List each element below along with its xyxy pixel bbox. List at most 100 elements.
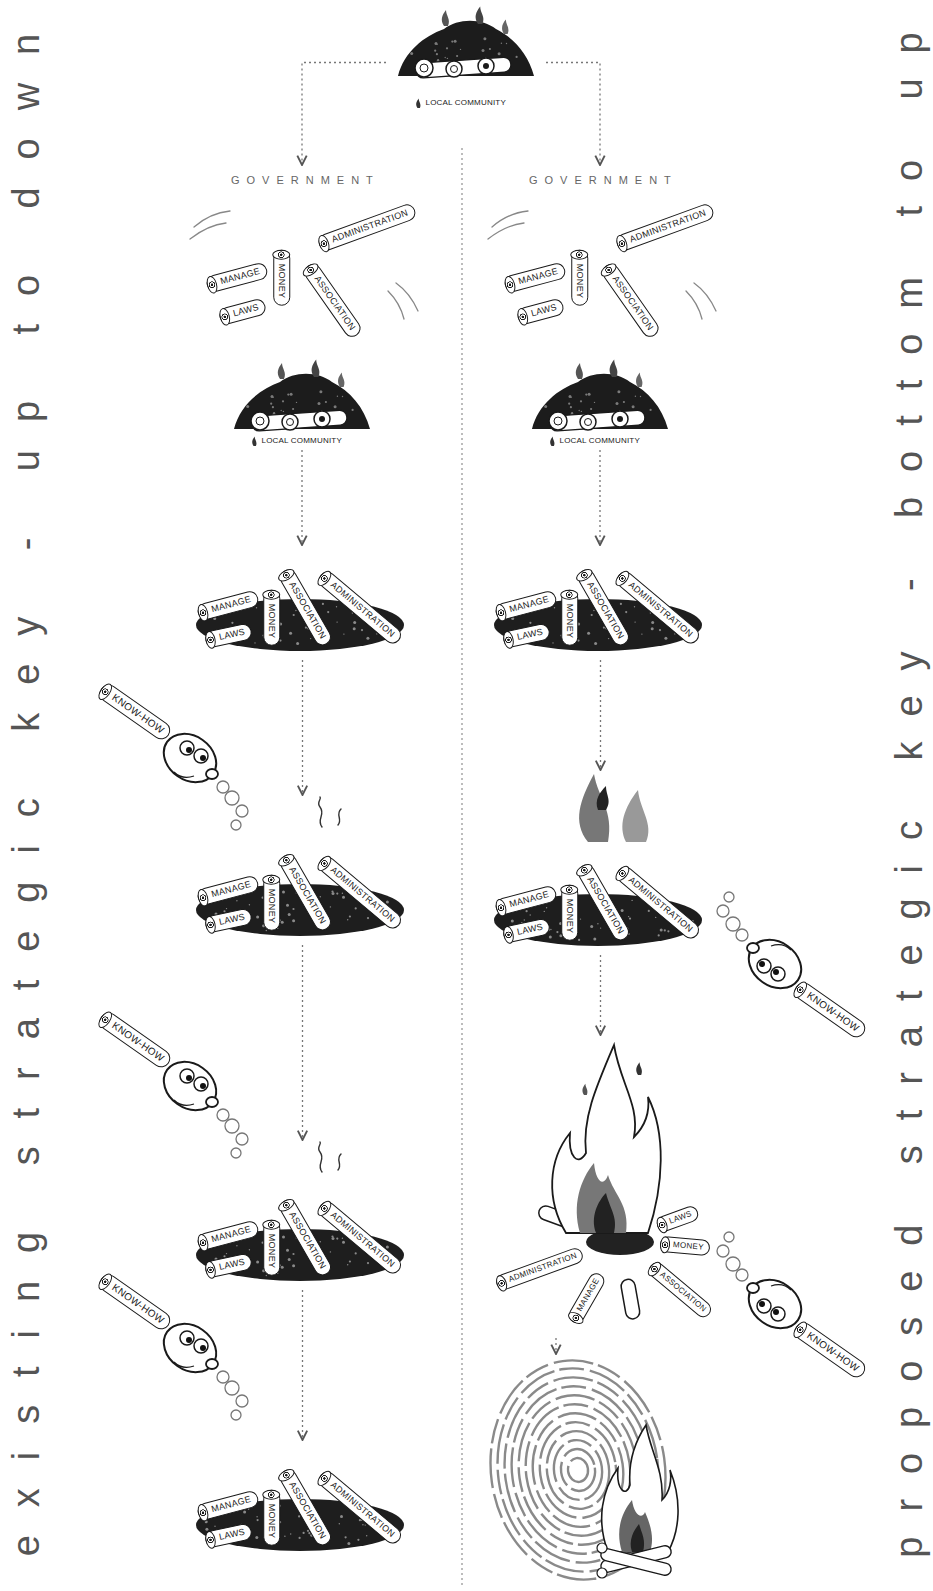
flow-arrow: [546, 63, 600, 166]
ash-bed: [345, 1536, 347, 1538]
ash-bed: [365, 1524, 366, 1525]
ash-mound: [290, 393, 293, 396]
bellows-body: [206, 1359, 218, 1369]
flames: [579, 774, 648, 842]
ash-mound: [398, 21, 534, 79]
ash-mound: [314, 411, 330, 427]
ash-bed: [658, 934, 660, 936]
air-puff: [217, 1109, 248, 1158]
ash-bed: [286, 904, 289, 907]
ash-mound: [489, 48, 491, 50]
bellows-body: [747, 1283, 759, 1293]
ash-bed: [343, 633, 344, 634]
ash-bed: [526, 910, 528, 912]
ash-bed: [357, 1539, 359, 1541]
ash-mound: [325, 401, 327, 403]
bellows-body: [186, 747, 192, 753]
ash-mound: [415, 59, 433, 77]
log-label: MONEY: [263, 874, 280, 930]
bellows-body: [759, 1301, 765, 1307]
bellows-body: [194, 749, 208, 763]
log-pile: MANAGELAWSMONEYASSOCIATIONADMINISTRATION: [488, 545, 713, 660]
air-puff: [217, 1371, 229, 1383]
log-pile: MANAGELAWSMONEYASSOCIATIONADMINISTRATION: [190, 795, 415, 945]
flame-icon: [550, 436, 554, 446]
ash-bed: [634, 606, 635, 607]
ash-bed: [243, 1510, 246, 1513]
fingerprint: [566, 1457, 589, 1484]
ash-mound: [570, 406, 572, 408]
ash-bed: [550, 929, 551, 930]
air-puff: [724, 1232, 734, 1242]
ash-bed: [366, 637, 369, 640]
fingerprint: [550, 1437, 606, 1503]
ash-bed: [254, 642, 255, 643]
smoke: [338, 809, 341, 825]
ash-bed: [327, 611, 329, 613]
ash-mound: [506, 43, 507, 44]
air-puff: [225, 791, 239, 805]
ash-bed: [336, 1238, 338, 1240]
bellows-body: [174, 1100, 194, 1105]
bellows-body: [206, 1097, 218, 1107]
fingerprint: [477, 1349, 680, 1591]
ash-bed: [355, 907, 357, 909]
ash-bed: [530, 914, 531, 915]
bellows-body: [194, 1339, 208, 1353]
government-logs-drawing: [182, 165, 422, 350]
ash-bed: [303, 1532, 305, 1534]
fire: [594, 1193, 615, 1233]
bellows-body: [757, 959, 771, 973]
small-campfire: [597, 1425, 678, 1578]
community-pile: LOCAL COMMUNITY: [386, 2, 546, 112]
ash-mound: [246, 405, 249, 408]
small-flames: [312, 359, 320, 377]
ash-mound: [571, 412, 573, 414]
bonfire-log-label: LAWS: [655, 1204, 700, 1234]
ash-bed: [342, 896, 345, 899]
community-label: LOCAL COMMUNITY: [262, 436, 343, 446]
air-puff: [225, 1119, 239, 1133]
ash-bed: [625, 611, 627, 613]
air-puff: [726, 1257, 740, 1271]
ash-bed: [330, 1251, 331, 1252]
log-pile: MANAGELAWSMONEYASSOCIATIONADMINISTRATION: [190, 1440, 415, 1560]
small-campfire: [619, 1500, 652, 1552]
air-puff: [236, 1395, 248, 1407]
ash-bed: [580, 918, 581, 919]
bonfire-log-label: ASSOCIATION: [646, 1259, 715, 1320]
ash-mound: [580, 400, 582, 402]
log-pile: MANAGELAWSMONEYASSOCIATIONADMINISTRATION: [488, 770, 713, 955]
ash-mound: [590, 408, 592, 410]
ash-bed: [629, 918, 631, 920]
flame-icon: [416, 98, 420, 108]
bellows-body: [200, 1345, 206, 1351]
ash-bed: [347, 919, 348, 920]
ash-mound: [447, 58, 448, 59]
ash-bed: [292, 919, 295, 922]
smoke: [319, 797, 341, 827]
log-label: ADMINISTRATION: [614, 202, 715, 253]
bellows-body: [180, 1331, 194, 1345]
air-puff: [236, 1133, 248, 1145]
ash-bed: [648, 910, 650, 912]
fire: [552, 1045, 661, 1233]
smoke: [319, 1142, 322, 1172]
know-how-label: KNOW-HOW: [96, 1271, 174, 1333]
small-campfire: [597, 1568, 607, 1578]
bellows-body: [773, 969, 779, 975]
ash-mound: [251, 412, 269, 430]
ash-bed: [353, 627, 356, 630]
ash-bed: [347, 1264, 348, 1265]
government-label: GOVERNMENT: [522, 173, 678, 187]
government-logs: GOVERNMENTMANAGEMONEYASSOCIATIONADMINIST…: [480, 165, 720, 350]
know-how-bellows: KNOW-HOW: [90, 672, 250, 837]
ash-bed: [591, 614, 593, 616]
ash-mound: [650, 409, 652, 411]
flow-arrow: [555, 1338, 556, 1354]
ash-mound: [568, 403, 570, 405]
ash-bed: [288, 913, 291, 916]
ash-mound: [337, 396, 338, 397]
ash-bed: [320, 896, 321, 897]
know-how-bellows-drawing: [717, 1232, 811, 1338]
